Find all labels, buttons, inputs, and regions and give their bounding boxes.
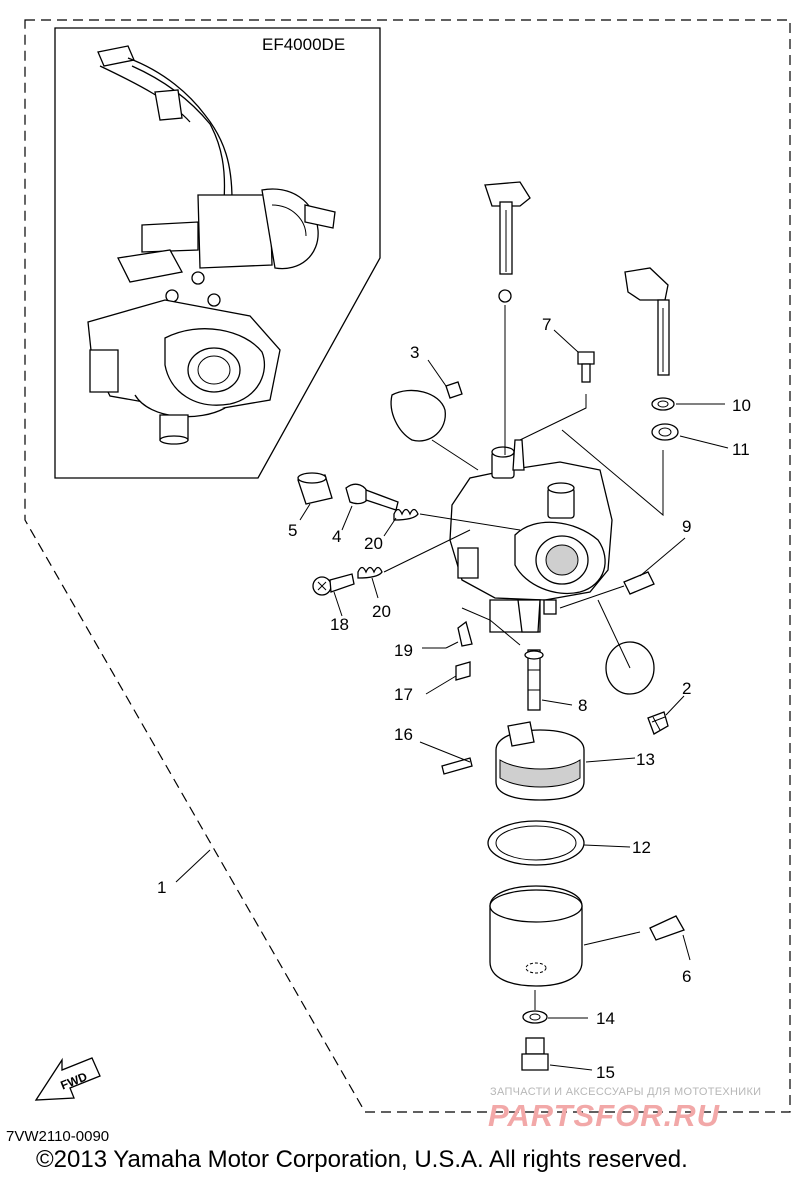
part-5-leader [299, 503, 311, 521]
carburetor-body [449, 439, 613, 633]
part-7-leader [553, 329, 579, 353]
part-label-6: 6 [682, 967, 691, 986]
part-label-18: 18 [330, 615, 349, 634]
watermark-logo: PARTSFOR.RU [488, 1098, 721, 1133]
part-label-20b: 20 [372, 602, 391, 621]
watermark-subtitle: ЗАПЧАСТИ И АКСЕССУАРЫ ДЛЯ МОТОТЕХНИКИ [490, 1086, 762, 1098]
part-label-11: 11 [732, 440, 750, 459]
part-4-leader [341, 505, 353, 531]
part-18-leader [333, 591, 343, 617]
assembly-boundary-dashed [24, 19, 791, 1113]
part-3-screw-plate [390, 381, 479, 471]
part-label-14: 14 [596, 1009, 615, 1028]
part-18-screw [312, 573, 355, 596]
reference-code: 7VW2110-0090 [6, 1128, 110, 1145]
inset-carburetor-illustration [87, 45, 336, 445]
part-1-leader [175, 849, 211, 883]
part-20-springs [357, 508, 521, 579]
part-label-20a: 20 [364, 534, 383, 553]
part-20b-leader [371, 577, 379, 599]
part-label-10: 10 [732, 396, 751, 415]
part-2-leader [665, 695, 685, 716]
part-label-2: 2 [682, 679, 691, 698]
part-8-main-nozzle [524, 649, 573, 711]
part-10-washer [651, 397, 725, 411]
part-label-16: 16 [394, 725, 413, 744]
part-17-clip [425, 661, 471, 695]
fwd-arrow-icon: FWD [34, 1057, 101, 1101]
choke-shaft [624, 267, 670, 376]
inset-ef4000de: EF4000DE [54, 27, 381, 479]
part-19-float-needle [445, 607, 521, 649]
part-label-19: 19 [394, 641, 413, 660]
part-2-throttle-valve [597, 599, 669, 735]
part-number-labels: 1 2 3 4 5 6 7 8 9 10 11 12 13 14 15 16 1… [157, 315, 751, 1082]
part-7-screw [519, 351, 595, 441]
inset-title: EF4000DE [262, 35, 345, 54]
part-label-13: 13 [636, 750, 655, 769]
part-13-float [495, 721, 636, 801]
part-label-12: 12 [632, 838, 651, 857]
part-label-15: 15 [596, 1063, 615, 1082]
throttle-shaft [484, 181, 531, 455]
part-label-1: 1 [157, 878, 166, 897]
part-label-8: 8 [578, 696, 587, 715]
part-11-washer [561, 423, 729, 517]
part-label-3: 3 [410, 343, 419, 362]
part-3-leader [427, 359, 447, 387]
part-15-drain-bolt [521, 1037, 593, 1071]
part-label-7: 7 [542, 315, 551, 334]
float-bowl [489, 885, 641, 987]
part-label-4: 4 [332, 527, 341, 546]
part-label-17: 17 [394, 685, 413, 704]
part-label-5: 5 [288, 521, 297, 540]
part-14-washer [522, 990, 588, 1024]
part-6-screw [649, 915, 691, 961]
part-20a-leader [383, 517, 397, 537]
part-label-9: 9 [682, 517, 691, 536]
inset-frame [54, 27, 381, 479]
part-9-screw [559, 537, 686, 609]
copyright-notice: ©2013 Yamaha Motor Corporation, U.S.A. A… [36, 1146, 688, 1173]
part-5-cap [297, 472, 333, 505]
part-4-pilot-screw [345, 483, 399, 511]
part-12-gasket [487, 820, 631, 866]
part-16-float-pin [419, 741, 473, 775]
